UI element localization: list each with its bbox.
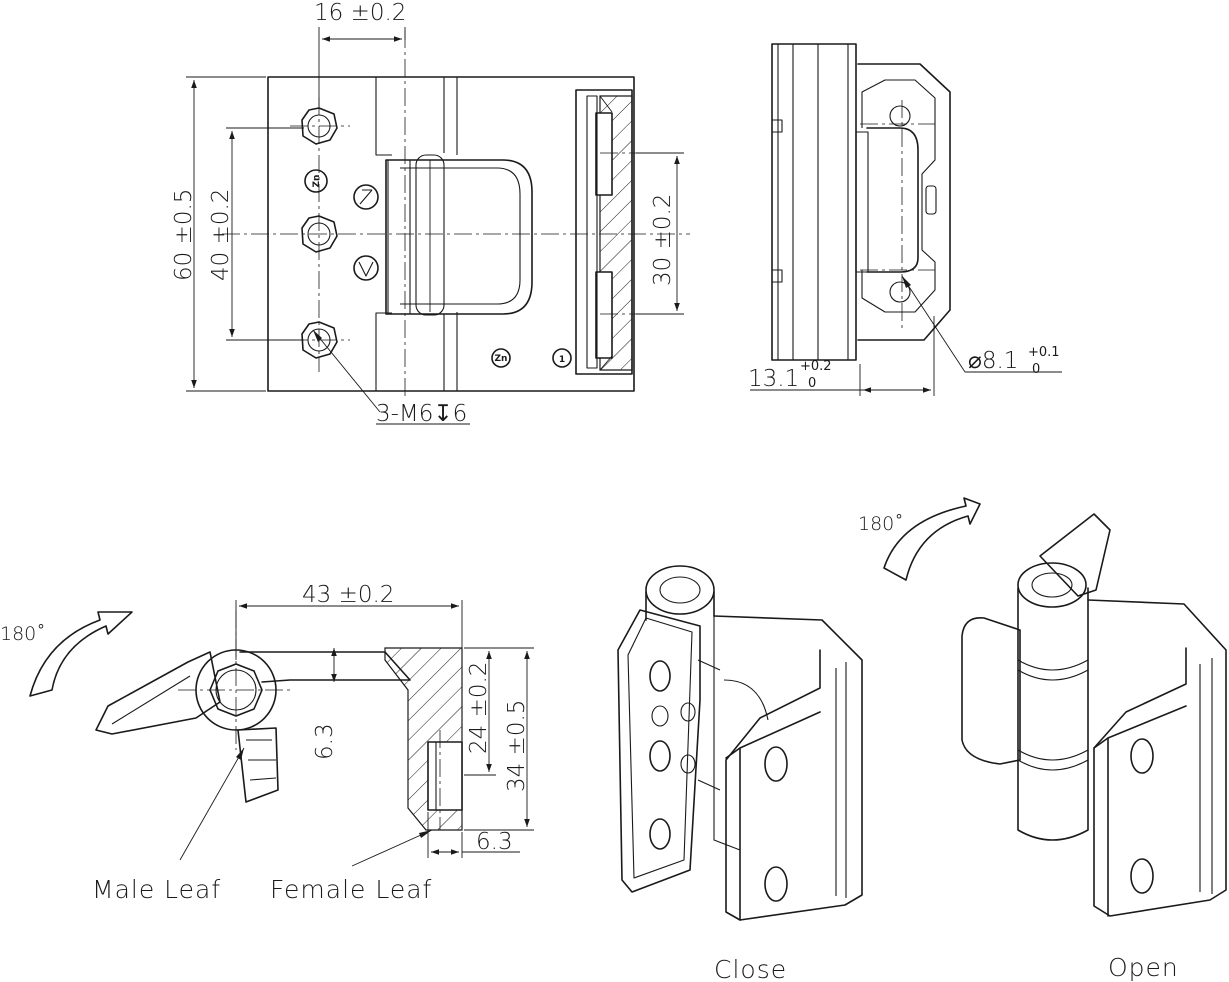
side-view: ⌀8.1 +0.1 0 13.1 +0.2 0 — [748, 43, 1062, 396]
dim-depth-inner: 24 ±0.2 — [466, 662, 492, 754]
caption-close: Close — [714, 955, 787, 982]
dim-height-slot: 30 ±0.2 — [650, 194, 676, 286]
index-stamp-one: 1 — [552, 348, 572, 368]
rotation-arrow-left — [29, 611, 133, 697]
dim-height-total: 60 ±0.5 — [171, 189, 197, 281]
dim-height-holes: 40 ±0.2 — [208, 189, 234, 281]
dim-side-offset-lower: 0 — [808, 376, 816, 391]
dim-depth-step: 6.3 — [476, 829, 513, 855]
dim-pin-diameter-lower: 0 — [1032, 362, 1040, 377]
dim-pin-diameter: ⌀8.1 — [968, 348, 1018, 374]
dim-side-offset: 13.1 — [748, 366, 799, 392]
caption-male-leaf: Male Leaf — [92, 875, 221, 904]
index-stamp-1-glyph — [359, 189, 373, 205]
front-view: Zn Zn 1 16 ±0.2 60 ±0.5 — [171, 0, 690, 427]
svg-text:Zn: Zn — [312, 175, 322, 188]
dim-leaf-length: 43 ±0.2 — [302, 582, 394, 608]
zn-stamp: Zn — [491, 348, 511, 368]
section-view: 180˚ 43 ±0.2 6.3 24 ±0.2 — [0, 582, 534, 904]
rotation-angle-right: 180˚ — [858, 513, 904, 535]
caption-open: Open — [1108, 953, 1179, 982]
caption-female-leaf: Female Leaf — [270, 875, 432, 904]
svg-text:1: 1 — [559, 355, 565, 365]
svg-text:Zn: Zn — [495, 354, 508, 364]
rotation-angle-left: 180˚ — [0, 623, 46, 645]
index-stamp-2-glyph — [358, 261, 374, 277]
dim-top-width: 16 ±0.2 — [314, 0, 406, 26]
dim-pin-diameter-upper: +0.1 — [1028, 345, 1060, 360]
thread-note: 3-M6↧6 — [376, 401, 467, 427]
isometric-open-hinge: 180˚ Open — [858, 497, 1227, 982]
rotation-arrow-right — [883, 497, 981, 581]
zn-stamp-rotated: Zn — [304, 169, 328, 193]
isometric-closed-hinge: Close — [617, 565, 863, 982]
index-stamp-1 — [353, 184, 379, 210]
dim-depth-outer: 34 ±0.5 — [504, 700, 530, 792]
index-stamp-2 — [353, 255, 379, 281]
dim-leaf-thickness: 6.3 — [312, 723, 338, 760]
dim-side-offset-upper: +0.2 — [800, 359, 832, 374]
